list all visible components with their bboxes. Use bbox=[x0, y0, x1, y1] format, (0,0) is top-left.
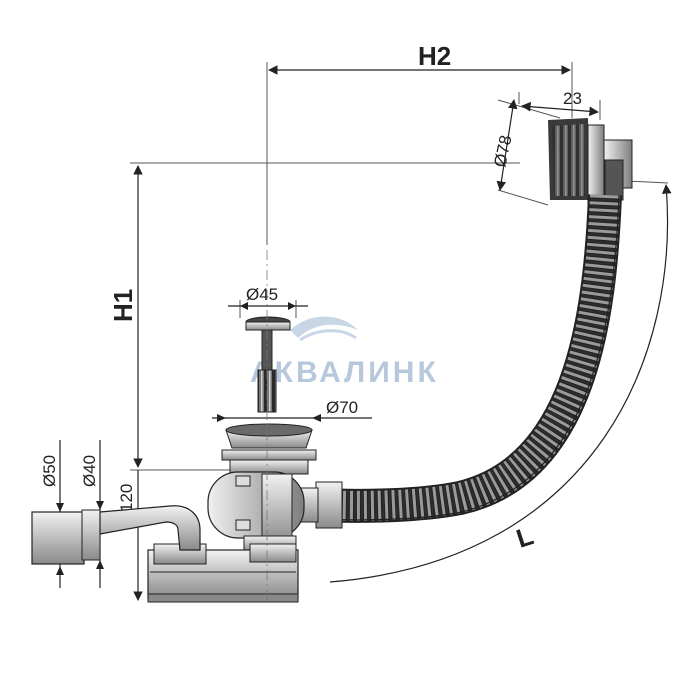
dim-d45: Ø45 bbox=[228, 285, 308, 318]
dim-23-label: 23 bbox=[563, 89, 582, 108]
dim-d40-label: Ø40 bbox=[80, 455, 99, 487]
dim-d70-label: Ø70 bbox=[326, 398, 358, 417]
dim-120-label: 120 bbox=[117, 484, 136, 512]
siphon-trap bbox=[147, 543, 299, 603]
dim-h1: H1 bbox=[108, 162, 520, 471]
dim-d70: Ø70 bbox=[212, 398, 372, 422]
dim-h2: H2 bbox=[266, 41, 573, 245]
dim-l-label: L bbox=[513, 520, 537, 553]
drain-body bbox=[207, 423, 317, 553]
dim-h2-label: H2 bbox=[418, 41, 451, 71]
dim-h1-label: H1 bbox=[108, 289, 138, 322]
dim-d78-label: Ø78 bbox=[490, 133, 515, 168]
outlet-elbow bbox=[31, 505, 201, 565]
dim-d45-label: Ø45 bbox=[246, 285, 278, 304]
watermark: АКВАЛИНК bbox=[250, 316, 439, 389]
watermark-wave-icon bbox=[290, 316, 358, 338]
watermark-text: АКВАЛИНК bbox=[250, 356, 439, 389]
overflow-head bbox=[548, 118, 633, 206]
dim-d50-label: Ø50 bbox=[40, 455, 59, 487]
flex-hose bbox=[319, 194, 622, 523]
